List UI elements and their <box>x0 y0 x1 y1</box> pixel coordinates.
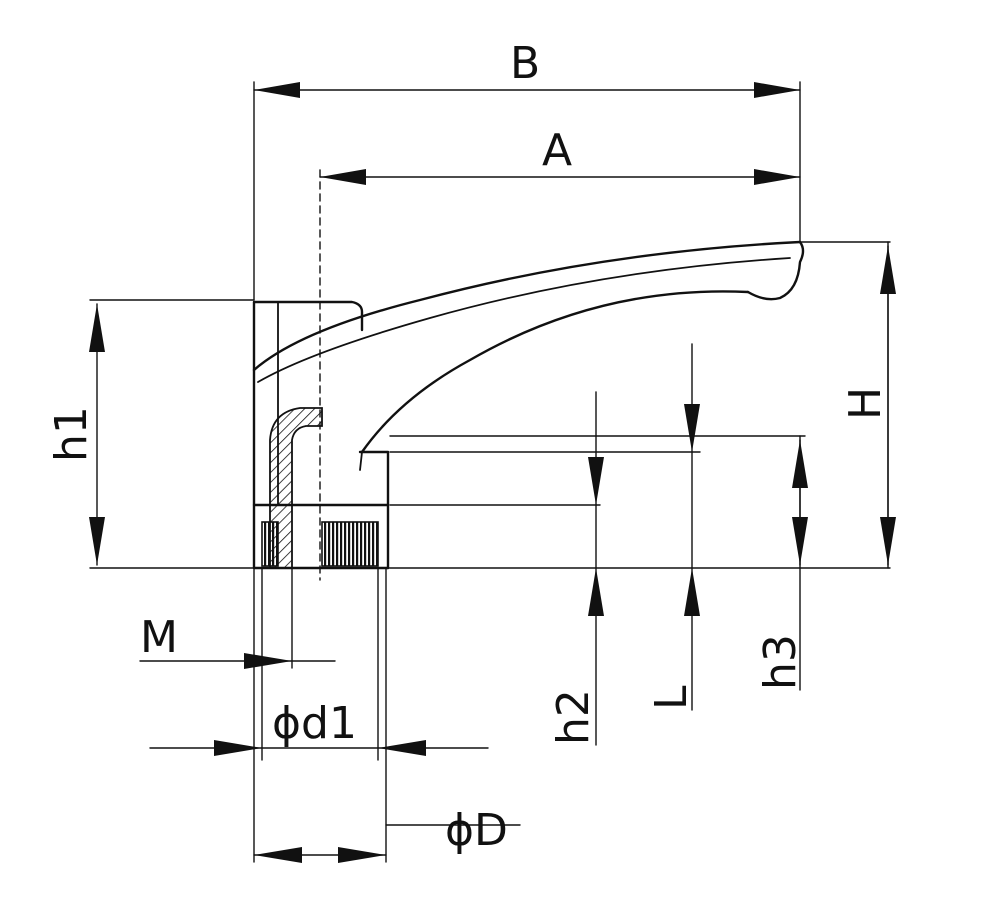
dimension-h2 <box>588 457 604 616</box>
label-h3: h3 <box>755 634 806 690</box>
knurl-left <box>261 521 279 567</box>
insert-section <box>269 407 323 569</box>
label-h1: h1 <box>46 406 97 462</box>
lever-arm-bottom <box>360 290 750 454</box>
hub-lower-step <box>252 450 390 507</box>
lever-arm-top <box>252 240 802 372</box>
lever-arm-top-inner <box>257 257 791 383</box>
label-B: B <box>510 38 540 89</box>
dimension-h1 <box>89 303 105 566</box>
dimension-h3 <box>792 439 808 566</box>
label-d1: ϕd1 <box>272 698 357 749</box>
extension-lines <box>89 81 891 863</box>
dimension-A <box>319 169 801 185</box>
hub-outline <box>252 300 364 570</box>
label-A: A <box>542 125 572 176</box>
label-M: M <box>140 612 178 663</box>
label-H: H <box>840 387 891 420</box>
lever-part <box>252 169 805 581</box>
lever-tip <box>746 240 805 301</box>
label-L: L <box>646 685 697 710</box>
dimension-d1 <box>149 740 489 756</box>
label-D: ϕD <box>445 805 508 856</box>
knurl-right <box>321 521 379 567</box>
dimension-H <box>880 245 896 566</box>
lever-arm-bottom-inner <box>359 451 363 471</box>
dimension-L <box>684 404 700 616</box>
dimension-M <box>139 653 336 669</box>
dimension-B <box>253 82 801 98</box>
label-h2: h2 <box>548 689 599 745</box>
dimension-D <box>253 824 521 863</box>
